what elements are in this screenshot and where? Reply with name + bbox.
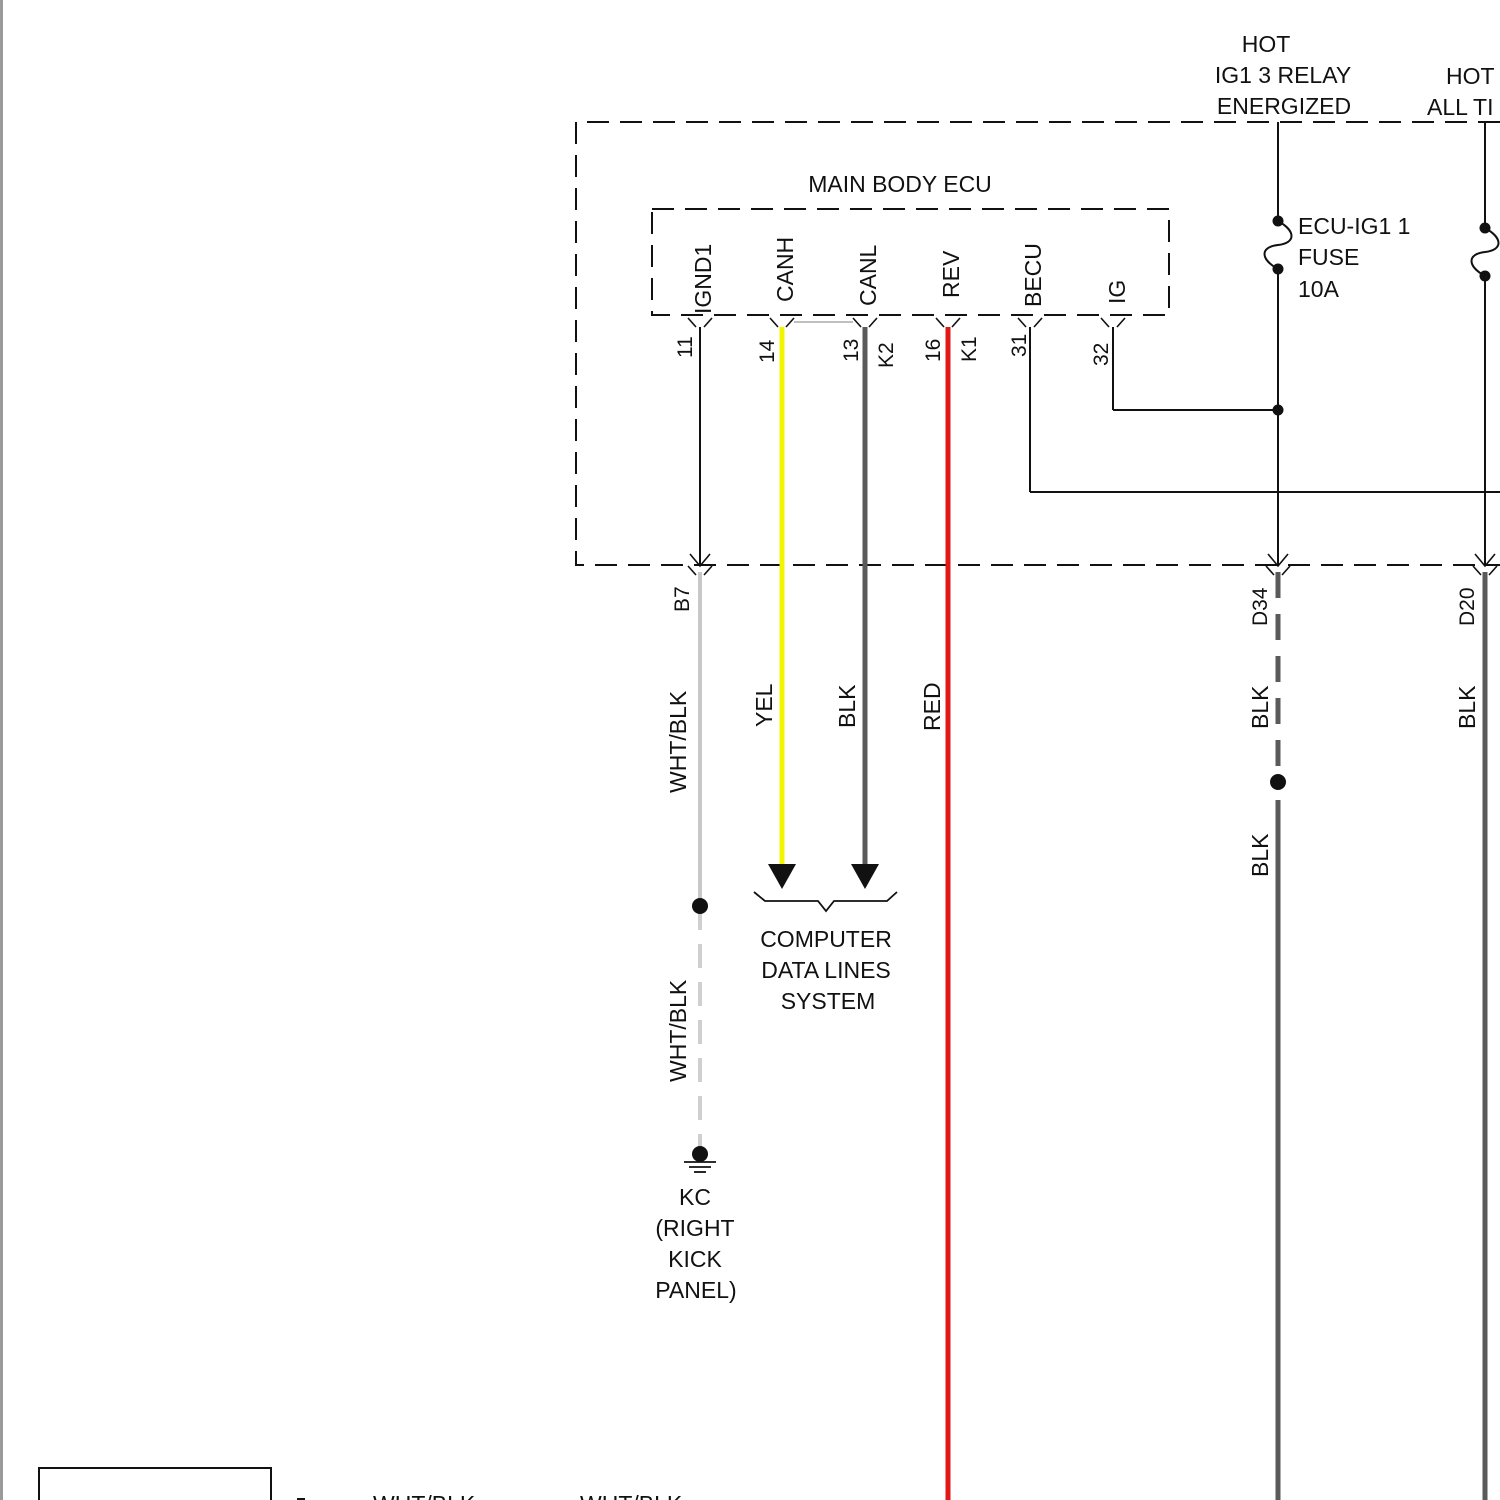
bottom-wire-label-2: WHT/BLK	[580, 1491, 683, 1500]
splice-dot-ig	[1273, 405, 1284, 416]
ground-icon	[684, 1146, 716, 1172]
ig1-hot-text: HOT	[1242, 31, 1291, 57]
fuse-rating-text: 10A	[1298, 276, 1340, 302]
terminal-rev-label: REV	[938, 250, 964, 298]
all-times-hot-text: HOT	[1446, 63, 1495, 89]
ig1-energized-text: ENERGIZED	[1217, 93, 1351, 119]
data-lines-text-1: COMPUTER	[760, 926, 892, 952]
wire-color-wht-blk: WHT/BLK	[665, 690, 691, 793]
all-times-power-source-label: HOT ALL TI	[1427, 63, 1495, 120]
terminal-canh-label: CANH	[772, 237, 798, 302]
canh-arrow	[768, 864, 796, 889]
connector-k2-label: K2	[875, 342, 898, 368]
wire-color-wht-blk-lower: WHT/BLK	[665, 979, 691, 1082]
fuse-name-text: ECU-IG1 1	[1298, 213, 1410, 239]
pin-14-number: 14	[756, 339, 779, 363]
splice-dot-blk	[1270, 774, 1286, 790]
connector-k1-label: K1	[958, 336, 981, 362]
ecu-pin-marks	[688, 318, 1125, 327]
wire-color-blk: BLK	[834, 684, 860, 728]
wire-color-yel: YEL	[751, 683, 777, 727]
data-lines-text-3: SYSTEM	[781, 988, 876, 1014]
wire-color-d34-upper: BLK	[1247, 685, 1273, 729]
main-body-ecu-box	[652, 209, 1169, 315]
pin-31-number: 31	[1008, 334, 1031, 357]
main-body-ecu-label: MAIN BODY ECU	[808, 171, 992, 197]
ig1-relay-text: IG1 3 RELAY	[1215, 62, 1351, 88]
terminal-becu-label: BECU	[1020, 243, 1046, 307]
terminal-igind1-label: IGND1	[690, 244, 716, 314]
bottom-component-box	[39, 1468, 271, 1500]
ground-label-4: PANEL)	[655, 1277, 736, 1303]
terminal-ig-label: IG	[1104, 280, 1130, 304]
bottom-wire-label-1: WHT/BLK	[373, 1491, 476, 1500]
connector-d20-label: D20	[1456, 587, 1479, 626]
splice-dot-wht-blk	[692, 898, 708, 914]
ground-label-3: KICK	[668, 1246, 722, 1272]
canl-arrow	[851, 864, 879, 889]
pin-11-number: 11	[674, 336, 697, 358]
ecu-ig1-fuse	[1265, 216, 1292, 275]
wire-color-d20: BLK	[1454, 685, 1480, 729]
ig1-power-source-label: HOT IG1 3 RELAY ENERGIZED	[1215, 31, 1351, 119]
wire-color-d34-lower: BLK	[1247, 833, 1273, 877]
all-times-text: ALL TI	[1427, 94, 1493, 120]
data-lines-text-2: DATA LINES	[761, 957, 891, 983]
ground-label-1: KC	[679, 1184, 711, 1210]
fuse-fuse-text: FUSE	[1298, 244, 1359, 270]
ground-label-2: (RIGHT	[655, 1215, 734, 1241]
wire-color-red: RED	[919, 682, 945, 731]
terminal-canl-label: CANL	[855, 244, 881, 306]
pin-16-number: 16	[922, 339, 945, 362]
data-lines-brace	[754, 892, 897, 911]
all-times-fuse	[1472, 223, 1499, 282]
pin-32-number: 32	[1090, 343, 1113, 366]
connector-d34-label: D34	[1249, 587, 1272, 626]
pin-13-number: 13	[840, 339, 863, 362]
connector-b7-label: B7	[671, 586, 694, 612]
outer-component-box	[576, 122, 1500, 565]
